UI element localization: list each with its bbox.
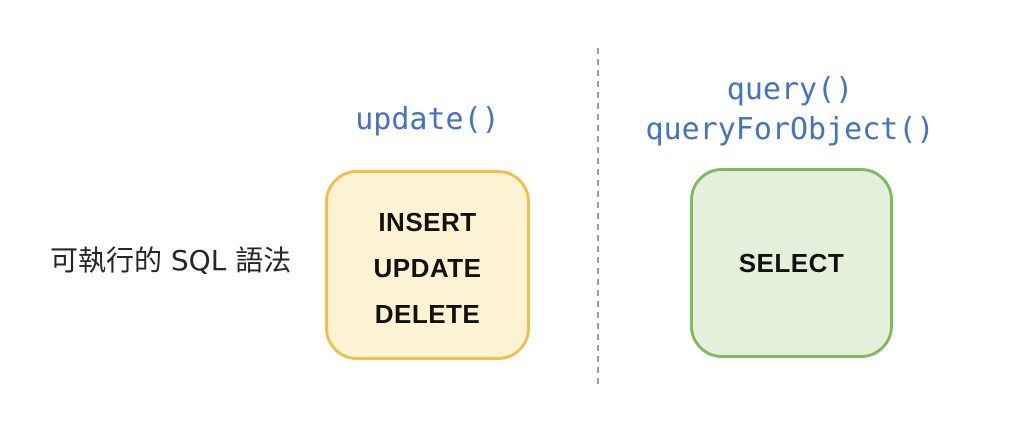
sql-capability-label: 可執行的 SQL 語法 (50, 244, 292, 277)
write-statements-box: INSERT UPDATE DELETE (325, 170, 530, 360)
statement-insert: INSERT (378, 206, 477, 237)
query-for-object-method-label: queryForObject() (645, 112, 935, 147)
statement-update: UPDATE (373, 252, 482, 283)
query-method-label: query() (726, 72, 854, 107)
query-method-labels: query() queryForObject() (625, 70, 955, 150)
statement-select: SELECT (738, 247, 845, 278)
read-statements-box: SELECT (690, 168, 893, 358)
update-method-label: update() (355, 102, 500, 137)
statement-delete: DELETE (374, 298, 481, 329)
vertical-dashed-divider (597, 48, 599, 388)
